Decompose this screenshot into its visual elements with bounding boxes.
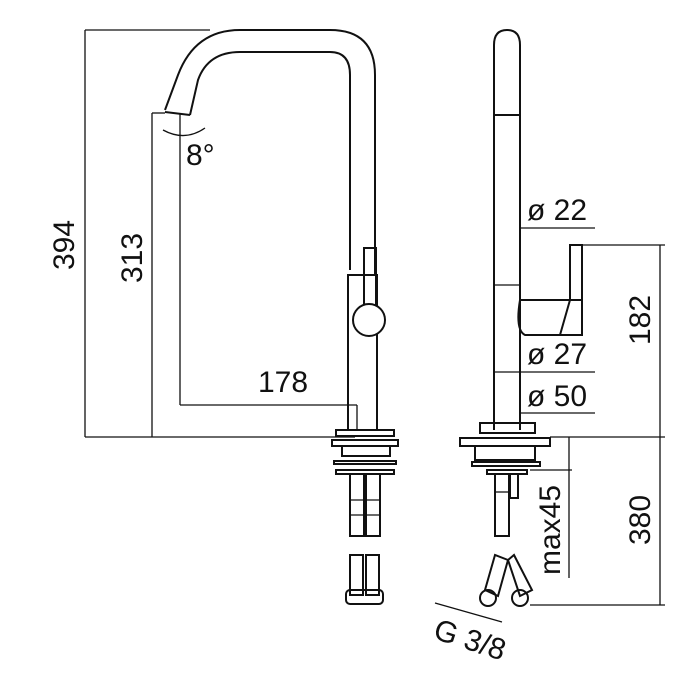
label-313: 313 — [116, 233, 149, 283]
label-diameter-27: ø 27 — [527, 338, 587, 371]
label-angle: 8° — [186, 139, 215, 172]
side-lever — [517, 244, 583, 336]
label-182: 182 — [624, 295, 657, 345]
spout-tip — [164, 111, 191, 116]
side-tube — [493, 28, 521, 430]
faucet-body — [347, 274, 378, 431]
angle-arc — [162, 127, 206, 137]
front-view: 394 313 8° 178 — [48, 29, 399, 605]
label-178: 178 — [258, 366, 308, 399]
dim-line-thread — [434, 602, 503, 623]
spout-outer — [164, 29, 376, 275]
front-mounting — [331, 429, 399, 605]
label-394: 394 — [48, 220, 81, 270]
lever-knob — [352, 303, 386, 337]
label-380: 380 — [624, 495, 657, 545]
label-diameter-22: ø 22 — [527, 194, 587, 227]
label-max45: max45 — [534, 485, 567, 575]
side-mounting — [459, 422, 551, 607]
side-view: ø 22 ø 27 ø 50 182 380 max45 G 3/8 — [430, 28, 665, 667]
label-diameter-50: ø 50 — [527, 380, 587, 413]
spout-inner — [189, 51, 351, 270]
